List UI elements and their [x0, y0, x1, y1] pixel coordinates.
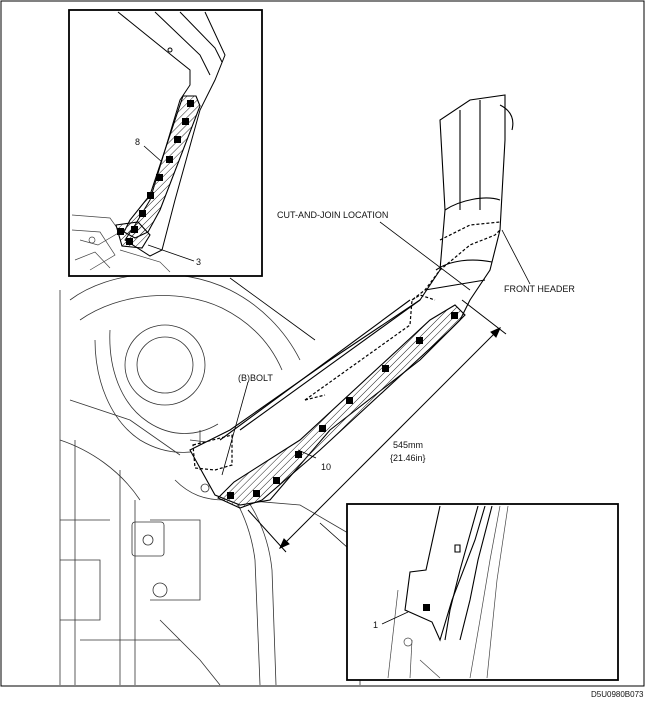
detail-inset-lower	[346, 503, 619, 681]
label-part-10: 10	[321, 462, 331, 472]
label-bolt: (B)BOLT	[238, 373, 273, 383]
label-dimension-mm: 545mm	[393, 440, 423, 450]
figure-code: D5U0980B073	[591, 690, 644, 699]
spot-weld-markers	[227, 312, 458, 499]
a-pillar-assembly	[189, 94, 514, 506]
label-part-8: 8	[135, 137, 140, 147]
cut-join-dashed-outline	[192, 221, 501, 471]
figure-border	[0, 0, 645, 687]
leader-lines	[221, 221, 531, 549]
label-part-3: 3	[196, 257, 201, 267]
label-part-1: 1	[373, 620, 378, 630]
reinforcement-part-10	[217, 304, 466, 509]
inset-weld-markers	[117, 100, 194, 245]
inset-weld-marker	[423, 604, 430, 611]
detail-inset-upper	[68, 9, 263, 277]
dimension-545mm	[247, 299, 507, 553]
bracket-part-3	[115, 221, 151, 249]
label-front-header: FRONT HEADER	[504, 284, 575, 294]
label-cut-join-location: CUT-AND-JOIN LOCATION	[277, 210, 388, 220]
label-dimension-in: {21.46in}	[390, 453, 426, 463]
